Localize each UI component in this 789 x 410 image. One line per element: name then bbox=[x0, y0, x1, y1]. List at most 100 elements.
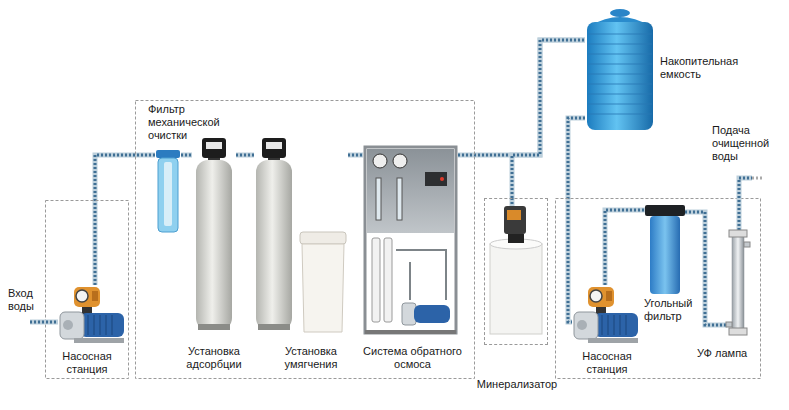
adsorption-column-image bbox=[206, 142, 222, 149]
node-label: Установка умягчения bbox=[270, 345, 352, 371]
equipment-box: Система обратного осмоса bbox=[363, 145, 458, 335]
pipe-body bbox=[181, 153, 192, 158]
carbon-filter-image bbox=[645, 205, 685, 294]
pipe-connector bbox=[568, 118, 585, 322]
mechanical-filter-image bbox=[156, 150, 180, 158]
group-frame bbox=[46, 101, 761, 379]
reverse-osmosis-image bbox=[367, 149, 454, 233]
storage-tank-image bbox=[588, 34, 652, 114]
group-frame bbox=[556, 199, 761, 379]
layout-hose bbox=[752, 177, 763, 180]
pump-station-image bbox=[574, 287, 638, 343]
layout-hose bbox=[30, 178, 763, 322]
node-label: УФ лампа bbox=[697, 347, 757, 360]
adsorption-column-image bbox=[196, 138, 232, 330]
reverse-osmosis-image bbox=[372, 238, 380, 322]
group-frame bbox=[46, 201, 129, 379]
node-label: Накопительная емкость bbox=[660, 55, 750, 81]
mechanical-filter-image bbox=[158, 158, 178, 232]
pipe-braid bbox=[236, 154, 254, 157]
pipe-braid bbox=[181, 154, 192, 157]
pipe-body bbox=[605, 210, 645, 285]
brine-tank-image bbox=[302, 244, 344, 332]
storage-tank-image bbox=[610, 9, 630, 17]
equipment-box: Установка адсорбции bbox=[192, 138, 236, 332]
pipe-braid bbox=[95, 155, 155, 285]
node-label: Насосная станция bbox=[51, 350, 123, 376]
pipe-connector bbox=[95, 155, 155, 285]
reverse-osmosis-image bbox=[414, 305, 450, 323]
uv-lamp-image bbox=[729, 230, 747, 237]
storage-tank-image bbox=[587, 9, 653, 130]
reverse-osmosis-image bbox=[365, 147, 456, 333]
reverse-osmosis-image bbox=[376, 178, 381, 220]
pipe-body bbox=[568, 118, 585, 322]
mineralizer-image bbox=[490, 244, 542, 334]
pipe-connector bbox=[348, 155, 363, 156]
mineralizer-image bbox=[508, 234, 524, 243]
node-label: Система обратного осмоса bbox=[350, 345, 475, 371]
pump-station-image bbox=[60, 287, 124, 343]
softener-column-image bbox=[262, 138, 286, 158]
node-label: Насосная станция bbox=[571, 350, 643, 376]
pipe-braid bbox=[348, 154, 363, 157]
reverse-osmosis-image bbox=[402, 303, 416, 325]
adsorption-column-image bbox=[196, 160, 232, 330]
node-label: Установка адсорбции bbox=[174, 345, 254, 371]
softener-column-image bbox=[256, 160, 292, 330]
uv-lamp-image bbox=[726, 230, 750, 335]
free-label: Подача очищенной воды bbox=[712, 124, 774, 163]
equipment-box: Насосная станция bbox=[58, 285, 126, 345]
pipe-connector bbox=[181, 155, 192, 156]
reverse-osmosis-image bbox=[373, 154, 387, 168]
pipe-connector bbox=[605, 210, 645, 285]
uv-lamp-image bbox=[726, 322, 732, 327]
mechanical-filter-image bbox=[164, 162, 172, 226]
pipe-braid bbox=[605, 210, 645, 285]
softener-column-image bbox=[266, 142, 282, 149]
reverse-osmosis-image bbox=[365, 147, 456, 334]
brine-tank-image bbox=[300, 232, 346, 244]
storage-tank-image bbox=[587, 22, 653, 130]
equipment-box: Установка умягчения bbox=[254, 138, 348, 332]
pipe-body bbox=[348, 153, 363, 158]
pipe-body bbox=[95, 155, 155, 285]
node-label: Минерализатор bbox=[472, 378, 562, 391]
mineralizer-image bbox=[504, 206, 526, 234]
adsorption-column-image bbox=[198, 324, 230, 330]
softener-column-image bbox=[256, 138, 292, 330]
pipe-connector bbox=[236, 155, 254, 156]
mineralizer-image bbox=[507, 210, 521, 220]
uv-lamp-image bbox=[744, 242, 750, 247]
carbon-filter-image bbox=[650, 216, 680, 294]
equipment-box: Насосная станция bbox=[572, 285, 640, 345]
mechanical-filter-image bbox=[156, 150, 180, 232]
softener-column-image bbox=[258, 324, 290, 330]
pipe-body bbox=[236, 153, 254, 158]
mineralizer-image bbox=[490, 206, 542, 334]
group-frame bbox=[136, 101, 475, 379]
reverse-osmosis-image bbox=[384, 238, 392, 322]
equipment-box: Накопительная емкость bbox=[585, 8, 655, 132]
reverse-osmosis-image bbox=[440, 177, 444, 181]
brine-tank-image bbox=[300, 232, 346, 332]
equipment-box: УФ лампа bbox=[727, 230, 750, 335]
equipment-box: Угольный фильтр bbox=[645, 205, 685, 295]
node-label: Фильтр механической очистки bbox=[148, 103, 228, 142]
uv-lamp-image bbox=[729, 328, 747, 335]
reverse-osmosis-image bbox=[365, 330, 456, 334]
adsorption-column-image bbox=[202, 138, 226, 158]
reverse-osmosis-image bbox=[393, 154, 407, 168]
equipment-box: Фильтр механической очистки bbox=[155, 150, 181, 234]
carbon-filter-image bbox=[645, 205, 685, 216]
free-label: Вход воды bbox=[8, 287, 42, 313]
uv-lamp-image bbox=[732, 236, 744, 330]
reverse-osmosis-image bbox=[396, 250, 446, 300]
node-label: Угольный фильтр bbox=[644, 297, 699, 323]
reverse-osmosis-image bbox=[397, 178, 402, 220]
pipe-braid bbox=[568, 118, 585, 322]
group-box: Минерализатор bbox=[484, 198, 548, 345]
reverse-osmosis-image bbox=[425, 172, 447, 186]
